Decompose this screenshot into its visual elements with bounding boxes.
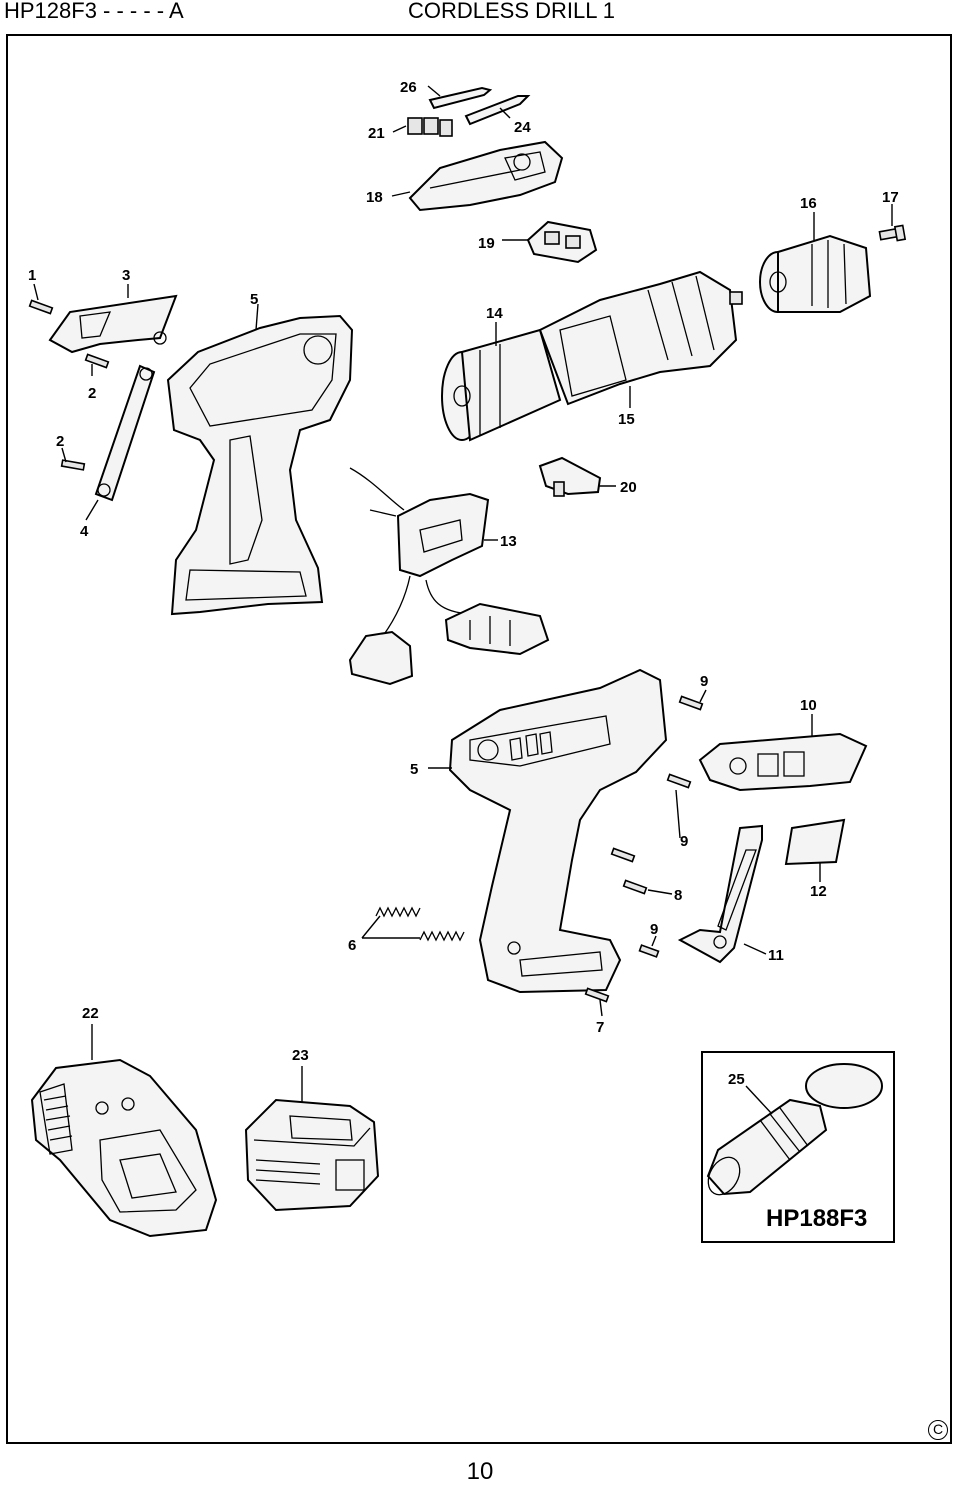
part-label-4: 4: [80, 523, 89, 540]
switch-assembly-13: [348, 467, 550, 686]
part-label-5-upper: 5: [250, 291, 258, 308]
gearbox-15: [538, 270, 743, 406]
bracket-4: [94, 364, 156, 502]
part-label-10: 10: [800, 697, 817, 714]
lever-20: [538, 456, 602, 497]
part-label-26: 26: [400, 79, 417, 96]
bit-holder-21: [407, 117, 453, 137]
diagram-frame: [6, 34, 952, 1444]
charger-22: [30, 1058, 218, 1238]
screwdriver-bit-26: [428, 86, 493, 110]
switch-19: [526, 220, 598, 264]
part-label-15: 15: [618, 411, 635, 428]
leader-lines: [33, 85, 893, 1115]
part-label-2-lower: 2: [56, 433, 64, 450]
part-label-19: 19: [478, 235, 495, 252]
housing-half-5-upper: [166, 314, 354, 616]
part-label-18: 18: [366, 189, 383, 206]
model-code: HP128F3 - - - - - A: [4, 0, 184, 23]
housing-half-5-lower: [448, 668, 668, 994]
part-label-1: 1: [28, 267, 36, 284]
part-label-8: 8: [674, 887, 682, 904]
page-title: CORDLESS DRILL 1: [408, 0, 616, 23]
inset-model-label: HP188F3: [766, 1205, 867, 1232]
part-label-22: 22: [82, 1005, 99, 1022]
copyright-symbol: C: [928, 1420, 948, 1440]
screw-17: [878, 224, 907, 242]
part-label-9-bottom: 9: [650, 921, 658, 938]
part-label-14: 14: [486, 305, 503, 322]
screw-9-middle: [666, 773, 692, 789]
bracket-11: [677, 824, 763, 964]
part-label-12: 12: [810, 883, 827, 900]
side-cover-10: [698, 732, 868, 792]
part-label-13: 13: [500, 533, 517, 550]
pin-2-upper: [84, 353, 110, 369]
part-label-3: 3: [122, 267, 130, 284]
part-label-23: 23: [292, 1047, 309, 1064]
part-label-5-lower: 5: [410, 761, 418, 778]
screw-9-lower: [610, 847, 636, 863]
side-cover-3: [48, 294, 178, 354]
battery-23: [244, 1098, 380, 1212]
part-label-16: 16: [800, 195, 817, 212]
part-label-6: 6: [348, 937, 356, 954]
part-label-20: 20: [620, 479, 637, 496]
part-label-7: 7: [596, 1019, 604, 1036]
pin-1: [28, 299, 54, 315]
spring-6-lower: [419, 930, 465, 942]
part-label-9-middle: 9: [680, 833, 688, 850]
side-handle-25: [706, 1063, 883, 1196]
pin-2-lower: [60, 459, 86, 471]
chuck-16: [759, 234, 872, 313]
screw-9-bottom: [638, 944, 660, 958]
spring-6-upper: [375, 906, 421, 918]
top-cover-18: [408, 140, 564, 212]
part-label-24: 24: [514, 119, 531, 136]
label-12: [784, 818, 846, 866]
part-label-9-top: 9: [700, 673, 708, 690]
part-label-25: 25: [728, 1071, 745, 1088]
part-label-21: 21: [368, 125, 385, 142]
screw-7: [584, 987, 610, 1003]
part-label-11: 11: [768, 947, 784, 964]
screw-9-top: [678, 695, 704, 711]
screwdriver-bit-24: [464, 95, 531, 126]
page-number: 10: [466, 1458, 494, 1485]
part-labels: 26 24 21 18 19 1 3 5 2 2 4 14 15 16 17 2…: [28, 79, 899, 1232]
part-label-2-upper: 2: [88, 385, 96, 402]
accessory-inset-box: [701, 1051, 895, 1243]
motor-14: [441, 328, 562, 442]
screw-8: [622, 879, 648, 895]
part-label-17: 17: [882, 189, 899, 206]
